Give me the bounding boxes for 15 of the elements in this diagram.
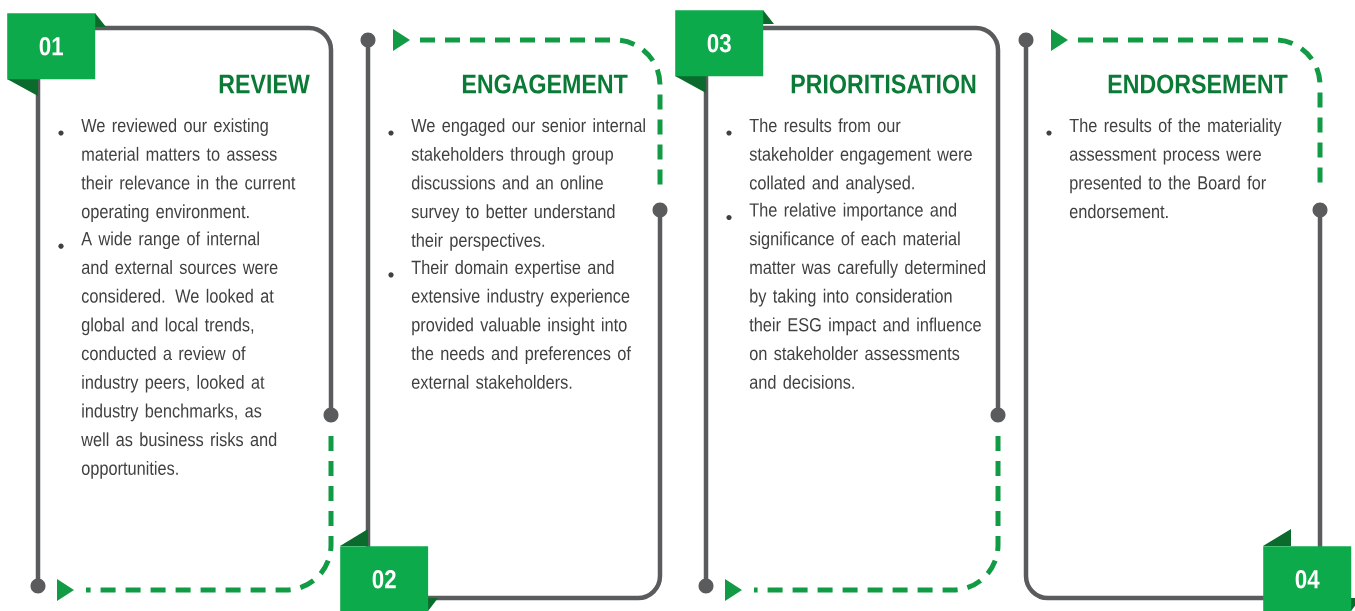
- bullet-item: A wide range of internal and external sources were considered. We looked at global and local trends, conducted a review of industry peers, looked at industry benchmarks, as well as business risks and opportunities.: [58, 231, 278, 479]
- number-tab: 02: [340, 529, 438, 611]
- panel-title: REVIEW: [219, 74, 310, 94]
- bullet-item: Their domain expertise and extensive industry experience provided valuable insight into the needs and preferences of external stakeholders.: [388, 260, 631, 389]
- bullet-item: The results from our stakeholder engagement were collated and analysed.: [726, 118, 972, 194]
- number-tab: 01: [7, 13, 106, 96]
- bullet-item: We engaged our senior internal stakeholders through group discussions and an online survey to better understand their perspectives.: [388, 118, 645, 251]
- bullet-item: The relative importance and significance of each material matter was carefully determined by taking into consideration their ESG impact and influence on stakeholder assessments and decisions.: [726, 202, 986, 389]
- number-tab: 04: [1263, 529, 1355, 611]
- panel-title: PRIORITISATION: [791, 74, 976, 94]
- panel-title: ENGAGEMENT: [462, 74, 628, 94]
- bullet-item: We reviewed our existing material matters to assess their relevance in the current operating environment.: [58, 118, 296, 222]
- panel-title: ENDORSEMENT: [1108, 74, 1288, 94]
- bullet-item: The results of the materiality assessment process were presented to the Board for endorsement.: [1046, 118, 1282, 219]
- number-tab: 03: [675, 10, 774, 93]
